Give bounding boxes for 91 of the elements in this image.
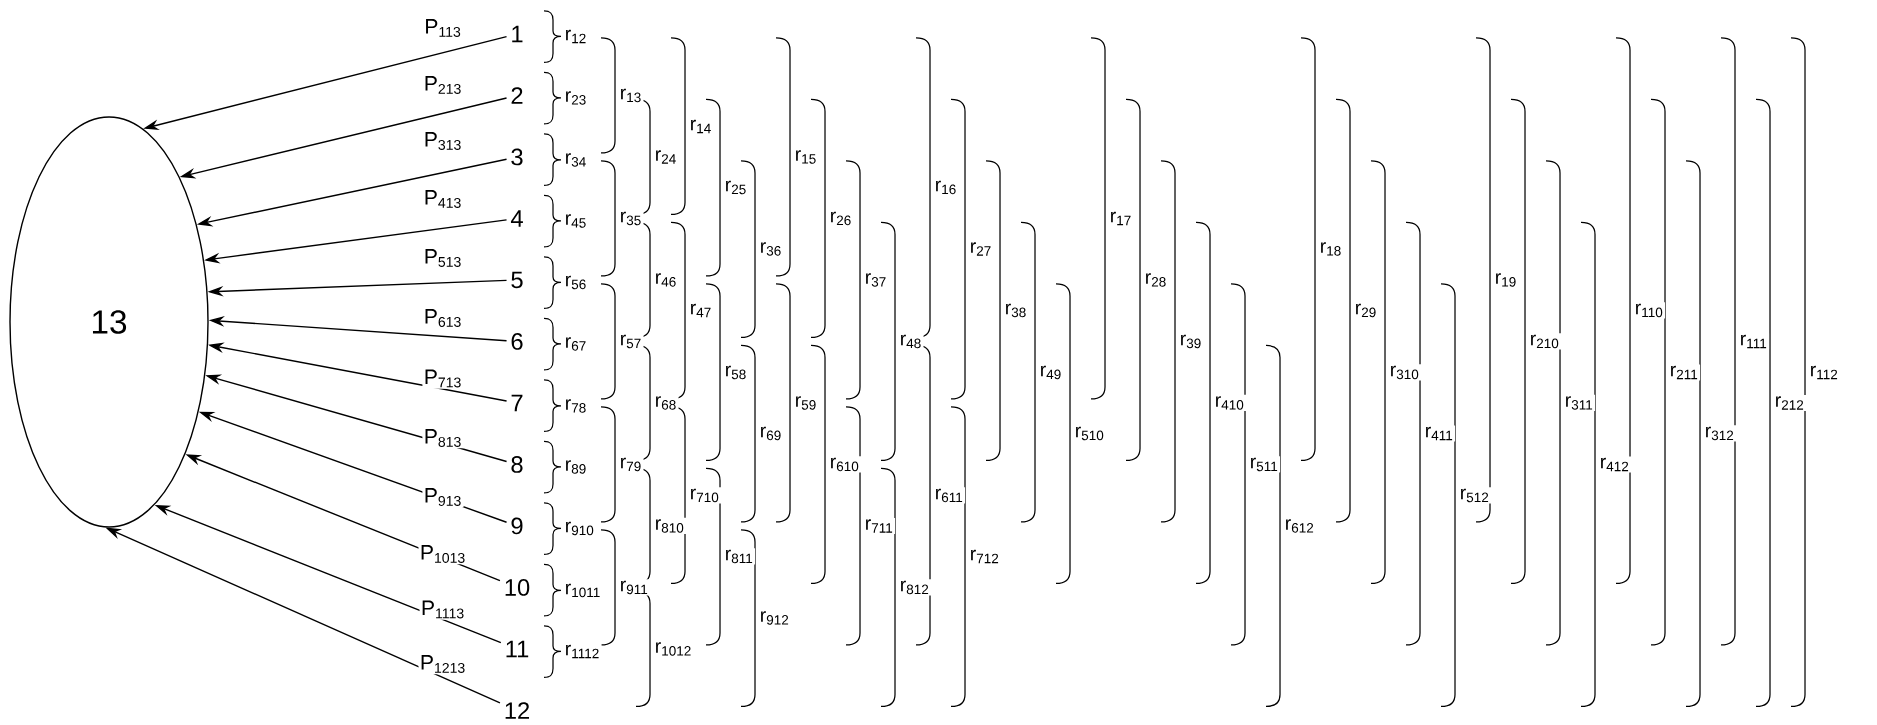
bracket-label: r$_{15}$ bbox=[793, 148, 819, 166]
bracket-label: r$_{711}$ bbox=[863, 517, 896, 535]
bracket-label: r$_{611}$ bbox=[933, 487, 966, 504]
bracket-label: r$_{310}$ bbox=[1388, 364, 1422, 381]
bracket-label: r$_{12}$ bbox=[563, 28, 589, 45]
edge-label: P$_{413}$ bbox=[422, 188, 464, 210]
bracket-label: r$_{1011}$ bbox=[563, 582, 603, 599]
bracket-label: r$_{79}$ bbox=[618, 456, 644, 473]
bracket-label: r$_{110}$ bbox=[1633, 302, 1666, 319]
bracket-label: r$_{912}$ bbox=[758, 609, 792, 627]
number-label: 4 bbox=[510, 210, 523, 227]
bracket-label: r$_{36}$ bbox=[758, 240, 784, 258]
bracket-label: r$_{410}$ bbox=[1213, 394, 1247, 412]
bracket-label: r$_{18}$ bbox=[1318, 240, 1344, 258]
bracket-label: r$_{112}$ bbox=[1808, 364, 1841, 381]
edge-label: P$_{1213}$ bbox=[418, 653, 468, 675]
number-label: 3 bbox=[511, 148, 523, 166]
bracket-label: r$_{1112}$ bbox=[563, 643, 602, 660]
edge-label: P$_{1013}$ bbox=[418, 543, 468, 565]
bracket-label: r$_{111}$ bbox=[1738, 333, 1770, 350]
bracket-label: r$_{710}$ bbox=[688, 487, 722, 504]
edge-label: P$_{613}$ bbox=[422, 307, 464, 329]
bracket-label: r$_{612}$ bbox=[1283, 517, 1317, 535]
bracket-label: r$_{23}$ bbox=[563, 89, 589, 107]
number-label: 10 bbox=[505, 579, 530, 596]
bracket-label: r$_{212}$ bbox=[1773, 394, 1807, 412]
bracket-label: r$_{35}$ bbox=[618, 210, 644, 227]
ellipse-node: 13 bbox=[9, 116, 209, 528]
number-label: 8 bbox=[511, 456, 523, 473]
bracket-label: r$_{511}$ bbox=[1248, 456, 1281, 473]
number-label: 11 bbox=[506, 640, 529, 658]
bracket-label: r$_{311}$ bbox=[1563, 394, 1596, 412]
bracket-label: r$_{510}$ bbox=[1073, 425, 1107, 442]
bracket-label: r$_{46}$ bbox=[653, 271, 679, 289]
bracket-label: r$_{412}$ bbox=[1598, 456, 1632, 473]
bracket-label: r$_{14}$ bbox=[688, 118, 714, 135]
bracket-label: r$_{49}$ bbox=[1038, 364, 1064, 381]
bracket-label: r$_{312}$ bbox=[1703, 425, 1737, 442]
number-label: 7 bbox=[511, 394, 523, 412]
edge-label: P$_{113}$ bbox=[422, 17, 464, 39]
number-label: 9 bbox=[511, 517, 523, 535]
bracket-label: r$_{211}$ bbox=[1668, 364, 1701, 381]
edge-label: P$_{213}$ bbox=[422, 74, 464, 96]
bracket-label: r$_{512}$ bbox=[1458, 487, 1492, 504]
bracket-label: r$_{34}$ bbox=[563, 151, 589, 169]
bracket-label: r$_{13}$ bbox=[618, 87, 644, 104]
bracket-label: r$_{58}$ bbox=[723, 364, 749, 381]
edge-label: P$_{713}$ bbox=[422, 368, 464, 389]
bracket-label: r$_{29}$ bbox=[1353, 302, 1379, 319]
number-label: 6 bbox=[511, 333, 523, 350]
edge-label: P$_{1113}$ bbox=[419, 599, 467, 620]
bracket-label: r$_{45}$ bbox=[563, 212, 589, 230]
bracket-label: r$_{39}$ bbox=[1178, 333, 1204, 350]
bracket-label: r$_{38}$ bbox=[1003, 302, 1029, 319]
bracket-label: r$_{911}$ bbox=[618, 579, 651, 596]
bracket-label: r$_{411}$ bbox=[1423, 425, 1456, 442]
bracket-label: r$_{59}$ bbox=[793, 394, 819, 412]
bracket-label: r$_{17}$ bbox=[1108, 210, 1134, 227]
bracket-label: r$_{27}$ bbox=[968, 240, 994, 258]
edge-label: P$_{813}$ bbox=[422, 427, 464, 449]
bracket-label: r$_{26}$ bbox=[828, 210, 854, 227]
number-label: 12 bbox=[505, 702, 529, 719]
bracket-label: r$_{48}$ bbox=[898, 333, 924, 350]
bracket-label: r$_{610}$ bbox=[828, 456, 862, 473]
edge-label: P$_{313}$ bbox=[422, 130, 464, 152]
bracket-label: r$_{28}$ bbox=[1143, 271, 1169, 289]
number-label: 2 bbox=[511, 87, 523, 104]
bracket-label: r$_{57}$ bbox=[618, 333, 644, 350]
bracket-label: r$_{810}$ bbox=[653, 517, 687, 535]
bracket-label: r$_{68}$ bbox=[653, 394, 679, 412]
edge-label: P$_{913}$ bbox=[422, 486, 464, 508]
number-label: 1 bbox=[512, 25, 523, 43]
bracket-label: r$_{712}$ bbox=[968, 548, 1002, 565]
bracket-label: r$_{24}$ bbox=[653, 148, 679, 166]
bracket-label: r$_{69}$ bbox=[758, 425, 784, 442]
bracket-label: r$_{47}$ bbox=[688, 302, 714, 319]
bracket-label: r$_{56}$ bbox=[563, 274, 589, 291]
bracket-label: r$_{25}$ bbox=[723, 179, 749, 196]
edge-label: P$_{513}$ bbox=[422, 247, 464, 269]
bracket-label: r$_{16}$ bbox=[933, 179, 959, 196]
bracket-label: r$_{78}$ bbox=[563, 397, 589, 415]
bracket-label: r$_{89}$ bbox=[563, 458, 589, 476]
bracket-label: r$_{910}$ bbox=[563, 520, 597, 537]
bracket-label: r$_{37}$ bbox=[863, 271, 889, 289]
bracket-label: r$_{812}$ bbox=[898, 579, 932, 596]
bracket-label: r$_{1012}$ bbox=[653, 640, 694, 658]
bracket-label: r$_{67}$ bbox=[563, 335, 589, 353]
bracket-label: r$_{811}$ bbox=[723, 548, 756, 565]
number-label: 5 bbox=[511, 271, 523, 289]
bracket-label: r$_{19}$ bbox=[1493, 271, 1519, 289]
bracket-label: r$_{210}$ bbox=[1528, 333, 1562, 350]
